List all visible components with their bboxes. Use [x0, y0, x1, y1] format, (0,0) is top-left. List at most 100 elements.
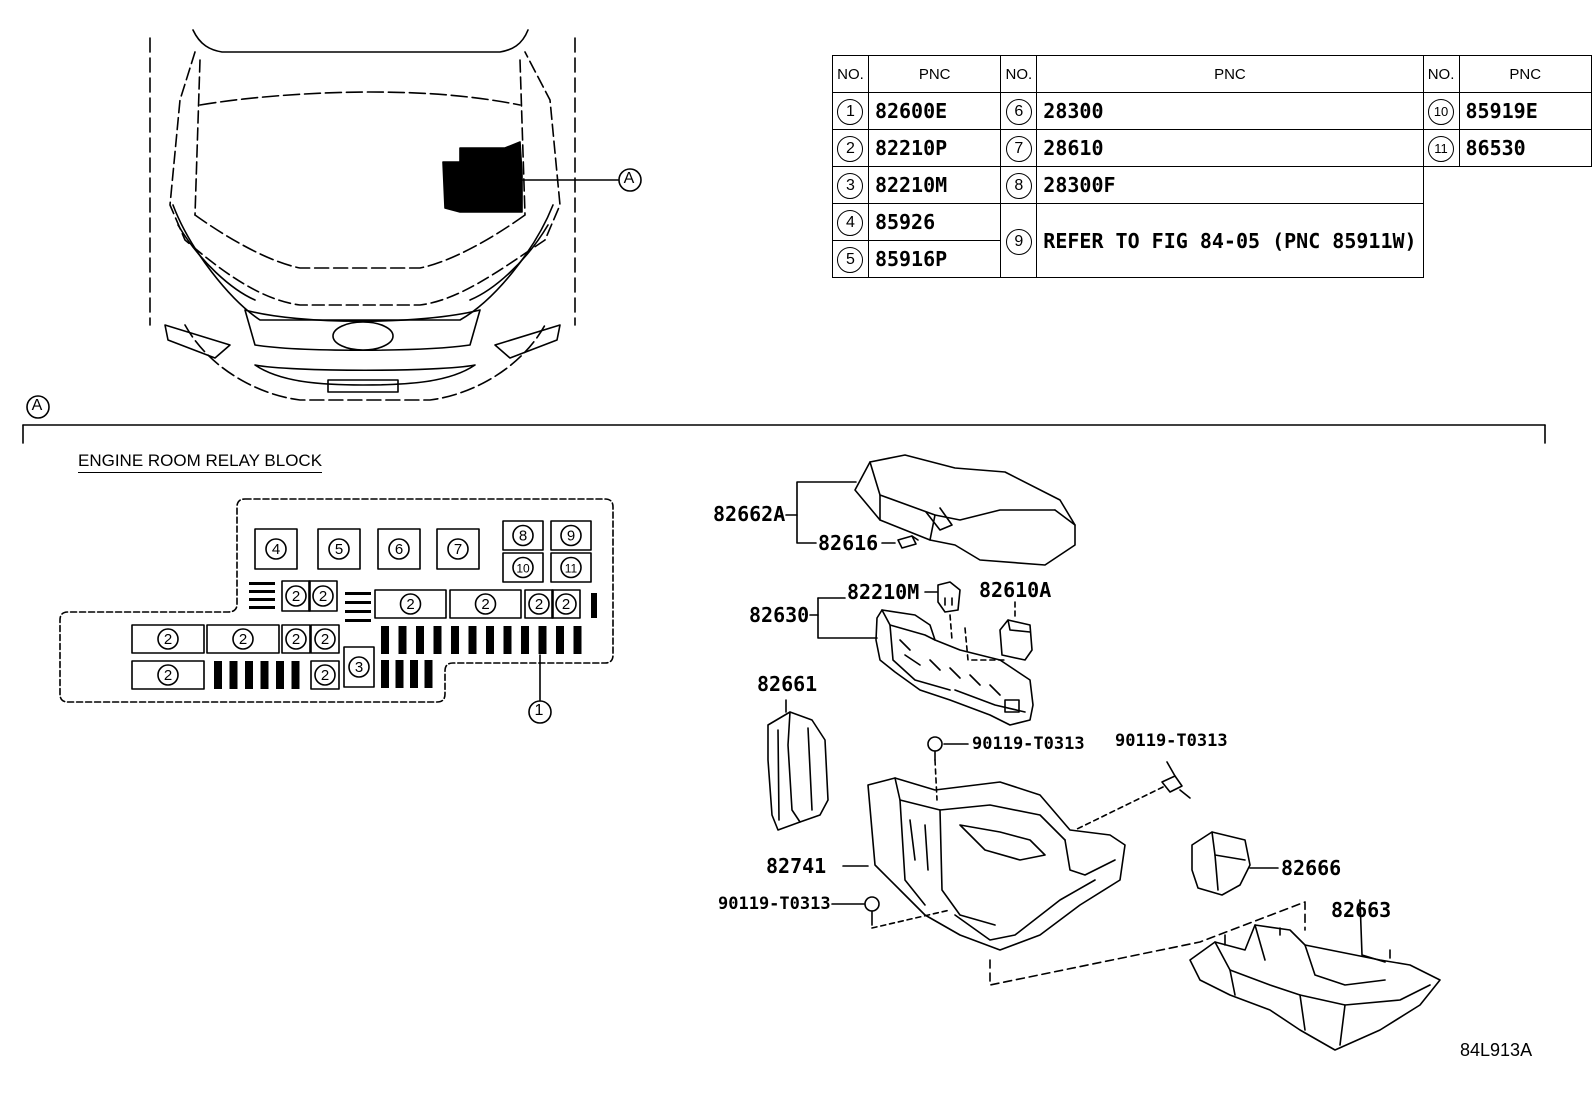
- mini-fuse: [214, 661, 222, 689]
- header-no-1: NO.: [832, 55, 869, 93]
- fuse-label: 2: [292, 588, 300, 605]
- slot-label-circle: [560, 556, 582, 579]
- part-label-bracket-small: 82666: [1281, 856, 1342, 880]
- part-label-relay-m: 82210M: [847, 580, 920, 604]
- slot-label: 6: [395, 541, 403, 558]
- fuse-label: 2: [321, 667, 329, 684]
- fuse-stripe: [345, 592, 371, 595]
- header-no-2: NO.: [1000, 55, 1038, 93]
- section-a-label: A: [31, 397, 43, 414]
- table-row: 4 85926 9 REFER TO FIG 84-05 (PNC 85911W…: [832, 203, 1592, 278]
- fuse-slot: [374, 589, 447, 619]
- bolt-top: [927, 736, 969, 801]
- fuse-slot: [206, 624, 280, 654]
- relay-block-outline: [59, 498, 614, 703]
- mini-fuse: [245, 661, 253, 689]
- fuse-slot: [281, 624, 311, 654]
- part-label-case: 82741: [766, 854, 827, 878]
- part-number: 28300: [1036, 92, 1424, 130]
- fuse-slot: [551, 589, 581, 619]
- item-number: 9: [1005, 228, 1032, 255]
- section-a-circle: [26, 395, 50, 419]
- part-number: 28300F: [1036, 166, 1424, 204]
- item-number: 11: [1428, 136, 1455, 162]
- part-label-cover: 82662A: [713, 502, 786, 526]
- item-number: 8: [1005, 173, 1032, 199]
- item-number: 10: [1428, 99, 1455, 125]
- fuse-label: 2: [164, 631, 172, 648]
- mini-fuse: [276, 661, 284, 689]
- part-number: 85919E: [1458, 92, 1592, 130]
- mini-fuse: [433, 626, 442, 654]
- part-number: 28610: [1036, 129, 1424, 167]
- header-pnc-1: PNC: [867, 55, 1002, 93]
- bracket-82666: [1191, 831, 1279, 896]
- mini-fuse: [424, 660, 433, 688]
- fuse-label-circle: [314, 664, 336, 686]
- block-82630: [875, 609, 1034, 726]
- figure-code: 84L913A: [1460, 1040, 1533, 1060]
- slot-label: 11: [565, 562, 578, 576]
- part-label-block: 82630: [749, 603, 810, 627]
- fuse-label: 2: [292, 631, 300, 648]
- item1-label: 1: [534, 702, 544, 719]
- mini-fuse: [395, 660, 404, 688]
- fuse-slot: [449, 589, 522, 619]
- bolt-right: [1074, 761, 1191, 831]
- slot-label-circle: [560, 524, 582, 547]
- cover-82662A: [854, 454, 1076, 566]
- fuse-stripe: [249, 606, 275, 609]
- item-number: 3: [837, 173, 864, 199]
- relay-slot: [377, 528, 421, 570]
- callout-a-circle: [618, 168, 642, 192]
- item-number: 2: [837, 136, 864, 162]
- relay-slot: [502, 552, 544, 583]
- fuse-label: 2: [406, 596, 414, 613]
- fuse-label-circle: [232, 628, 254, 650]
- fuse-stripe: [249, 590, 275, 593]
- mini-fuse: [573, 626, 582, 654]
- item1-circle: [528, 700, 552, 724]
- part-number: 86530: [1458, 129, 1592, 167]
- slot-label-circle: [512, 524, 534, 547]
- table-row: 5 85916P: [832, 240, 1592, 278]
- table-row: 2 82210P 7 28610 11 86530: [832, 129, 1592, 167]
- header-no-3: NO.: [1422, 55, 1460, 93]
- part-number: 85916P: [867, 240, 1002, 278]
- case-82741: [867, 777, 1126, 951]
- mini-fuse: [229, 661, 238, 689]
- mini-fuse: [260, 661, 269, 689]
- relay-label: 3: [355, 659, 363, 676]
- part-number: 82600E: [867, 92, 1002, 130]
- refer-note: REFER TO FIG 84-05 (PNC 85911W): [1036, 203, 1424, 278]
- exploded-parts: [767, 454, 1441, 1051]
- fuse-label-circle: [555, 593, 577, 615]
- mini-fuse: [381, 626, 389, 654]
- relay-slot: [550, 520, 592, 551]
- mini-fuse: [291, 661, 300, 689]
- part-label-bolt-bottom: 90119-T0313: [718, 894, 831, 914]
- slot-label: 10: [516, 562, 530, 576]
- fuse-stripe: [345, 610, 371, 613]
- fuse-stripe: [345, 619, 371, 622]
- part-label-tray: 82663: [1331, 898, 1392, 922]
- mini-fuse: [556, 626, 564, 654]
- fuse-label-circle: [314, 628, 336, 650]
- part-label-bolt-right: 90119-T0313: [1115, 731, 1228, 751]
- slot-label: 8: [519, 528, 527, 545]
- fuse-slot: [310, 660, 340, 690]
- part-number: 85926: [867, 203, 1002, 241]
- tray-82663: [1189, 899, 1441, 1051]
- callout-a-label: A: [623, 170, 635, 187]
- fuse-label: 2: [562, 596, 570, 613]
- item-number: 7: [1005, 136, 1032, 162]
- slot-label: 4: [272, 541, 280, 558]
- fuse-slot: [524, 589, 554, 619]
- relay-label-circle: [348, 656, 370, 678]
- mini-fuse: [416, 626, 424, 654]
- slot-label: 9: [567, 528, 575, 545]
- mini-fuse: [381, 660, 389, 688]
- slot-label-circle: [512, 556, 534, 579]
- fuse-label-circle: [285, 585, 307, 607]
